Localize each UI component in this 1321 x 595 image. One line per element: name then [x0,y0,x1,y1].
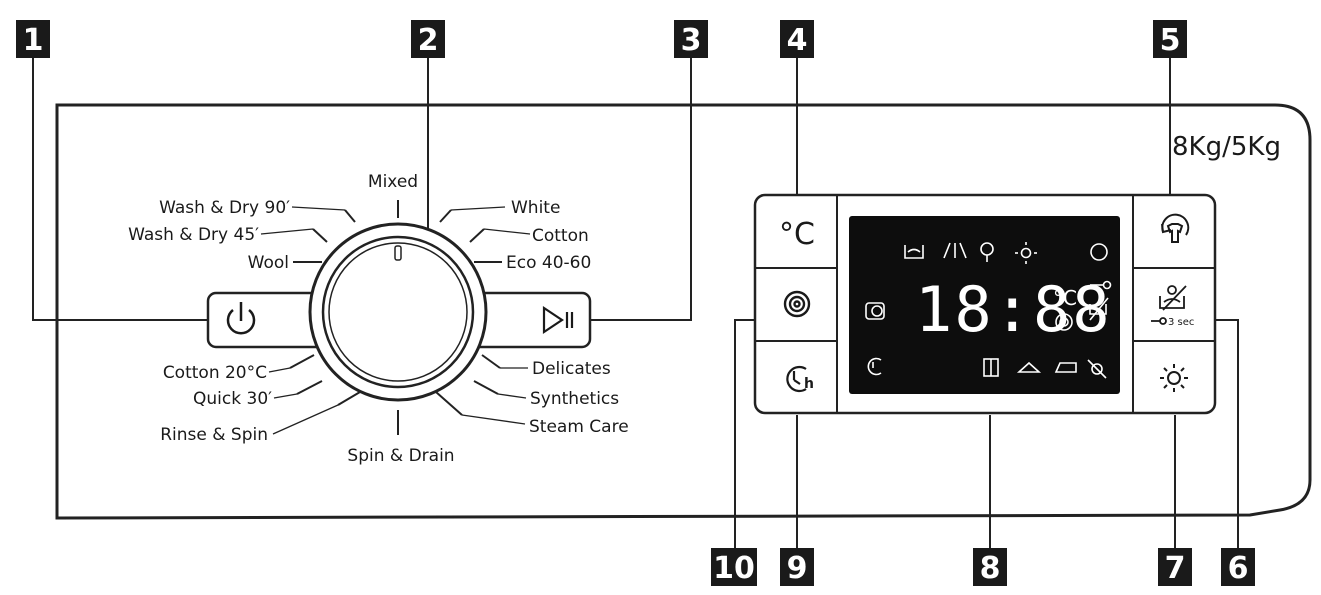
callout-8: 8 [973,548,1007,586]
display-door-icon [865,302,885,320]
svg-text:4: 4 [787,23,808,58]
svg-text:3: 3 [681,23,702,58]
dry-icon [1160,364,1188,392]
temperature-button[interactable]: °C [757,197,835,266]
spin-button[interactable] [757,270,835,339]
svg-text:1: 1 [23,23,44,58]
spin-icon [783,290,811,318]
svg-text:2: 2 [418,23,439,58]
display-delay-icon [867,357,882,376]
svg-text:3 sec: 3 sec [1168,317,1194,328]
program-rinse-spin: Rinse & Spin [160,425,268,445]
svg-text:8: 8 [980,551,1001,586]
display-prewash-icon [904,245,924,259]
program-cotton-20: Cotton 20°C [163,363,267,383]
callout-1: 1 [16,20,50,58]
program-label-leaders [260,206,531,435]
svg-text:9: 9 [787,551,808,586]
display-dry-icon [1015,242,1037,264]
display-spin-speed-icon [1055,313,1073,331]
callout-3: 3 [674,20,708,58]
display-degree: °C [1053,286,1077,310]
program-mixed: Mixed [368,172,418,192]
svg-text:h: h [804,376,814,392]
display-iron-icon [1054,362,1077,373]
svg-text:10: 10 [713,551,755,586]
program-eco: Eco 40-60 [506,253,591,273]
callout-5: 5 [1153,20,1187,58]
display-rinse-icon [943,242,967,259]
callout-4: 4 [780,20,814,58]
child-lock-button[interactable]: 3 sec [1135,270,1213,339]
display-steam-icon [1090,243,1108,261]
program-spin-drain: Spin & Drain [347,446,454,466]
callout-2: 2 [411,20,445,58]
svg-text:5: 5 [1160,23,1181,58]
program-quick-30: Quick 30′ [193,389,272,409]
dry-button[interactable] [1135,343,1213,411]
callout-6: 6 [1221,548,1255,586]
capacity-label: 8Kg/5Kg [1172,132,1281,162]
panel-outline [55,103,1312,520]
program-delicates: Delicates [532,359,611,379]
steam-button[interactable] [1135,197,1213,266]
power-button[interactable] [212,297,274,343]
program-wash-dry-90: Wash & Dry 90′ [159,198,290,218]
lcd-display: 18:88 °C [849,216,1120,394]
display-childlock-icon [1089,297,1109,321]
program-ticks [289,200,502,435]
callout-10: 10 [711,548,757,586]
knob-pointer [394,245,402,261]
callout-7: 7 [1158,548,1192,586]
display-extra-dry-icon [1087,359,1107,379]
program-wool: Wool [248,253,289,273]
svg-text:7: 7 [1165,551,1186,586]
display-hanger-icon [1016,361,1042,373]
power-icon [226,302,256,335]
display-time: 18:88 [915,273,1112,346]
program-wash-dry-45: Wash & Dry 45′ [128,225,259,245]
program-knob[interactable] [308,222,488,402]
delay-timer-icon [786,365,807,393]
start-pause-icon [542,305,574,335]
steam-icon [1161,213,1190,243]
child-lock-icon [1151,285,1187,325]
program-synthetics: Synthetics [530,389,619,409]
program-white: White [511,198,560,218]
callout-9: 9 [780,548,814,586]
leader-lines [32,50,1239,555]
display-cupboard-icon [983,358,999,377]
program-cotton: Cotton [532,226,589,246]
svg-text:6: 6 [1228,551,1249,586]
start-pause-button[interactable] [530,297,586,343]
temperature-icon: °C [779,217,815,252]
program-steam-care: Steam Care [529,417,629,437]
display-lock-icon [1090,280,1112,290]
delay-timer-button[interactable]: h [757,343,835,411]
